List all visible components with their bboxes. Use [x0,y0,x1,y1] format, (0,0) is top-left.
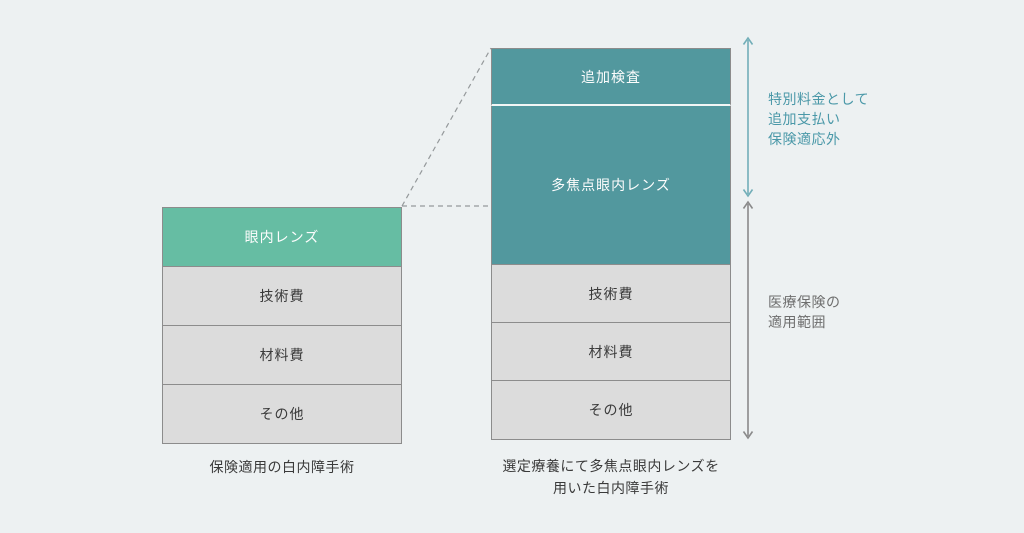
segment-label: 技術費 [259,288,305,304]
segment-label: 多焦点眼内レンズ [551,177,671,193]
segment-technical-fee: 技術費 [162,266,402,326]
extra-charge-range-arrow [742,36,754,198]
segment-label: その他 [588,402,634,418]
segment-multifocal-lens: 多焦点眼内レンズ [491,106,731,265]
segment-technical-fee: 技術費 [491,264,731,323]
right-stack-caption-line1: 選定療養にて多焦点眼内レンズを [502,458,720,474]
insured-surgery-stack: 眼内レンズ 技術費 材料費 その他 [162,207,402,444]
left-stack-caption: 保険適用の白内障手術 [209,459,355,475]
segment-other: その他 [491,380,731,440]
segment-intraocular-lens: 眼内レンズ [162,207,402,267]
segment-label: 技術費 [588,285,634,302]
extra-charge-line1: 特別料金として [768,91,870,107]
multifocal-surgery-stack: 追加検査 多焦点眼内レンズ 技術費 材料費 その他 [491,48,731,440]
extra-charge-annotation: 特別料金として 追加支払い 保険適応外 [768,89,869,149]
right-stack-caption: 選定療養にて多焦点眼内レンズを 用いた白内障手術 [461,455,761,499]
segment-label: 追加検査 [581,68,641,85]
insurance-coverage-line2: 適用範囲 [768,314,826,330]
projection-dashed-line-diagonal [401,47,492,207]
insurance-coverage-line1: 医療保険の [768,294,841,310]
insurance-coverage-annotation: 医療保険の 適用範囲 [768,292,841,332]
segment-label: 材料費 [259,347,305,363]
segment-material-fee: 材料費 [162,325,402,385]
extra-charge-line2: 追加支払い [768,111,841,127]
segment-other: その他 [162,384,402,444]
segment-label: 材料費 [588,343,634,360]
extra-charge-line3: 保険適応外 [768,131,841,147]
segment-label: 眼内レンズ [244,229,320,245]
segment-label: その他 [259,406,305,422]
insurance-coverage-range-arrow [742,200,754,440]
right-stack-caption-line2: 用いた白内障手術 [553,480,669,496]
segment-material-fee: 材料費 [491,322,731,381]
segment-additional-exam: 追加検査 [491,48,731,106]
